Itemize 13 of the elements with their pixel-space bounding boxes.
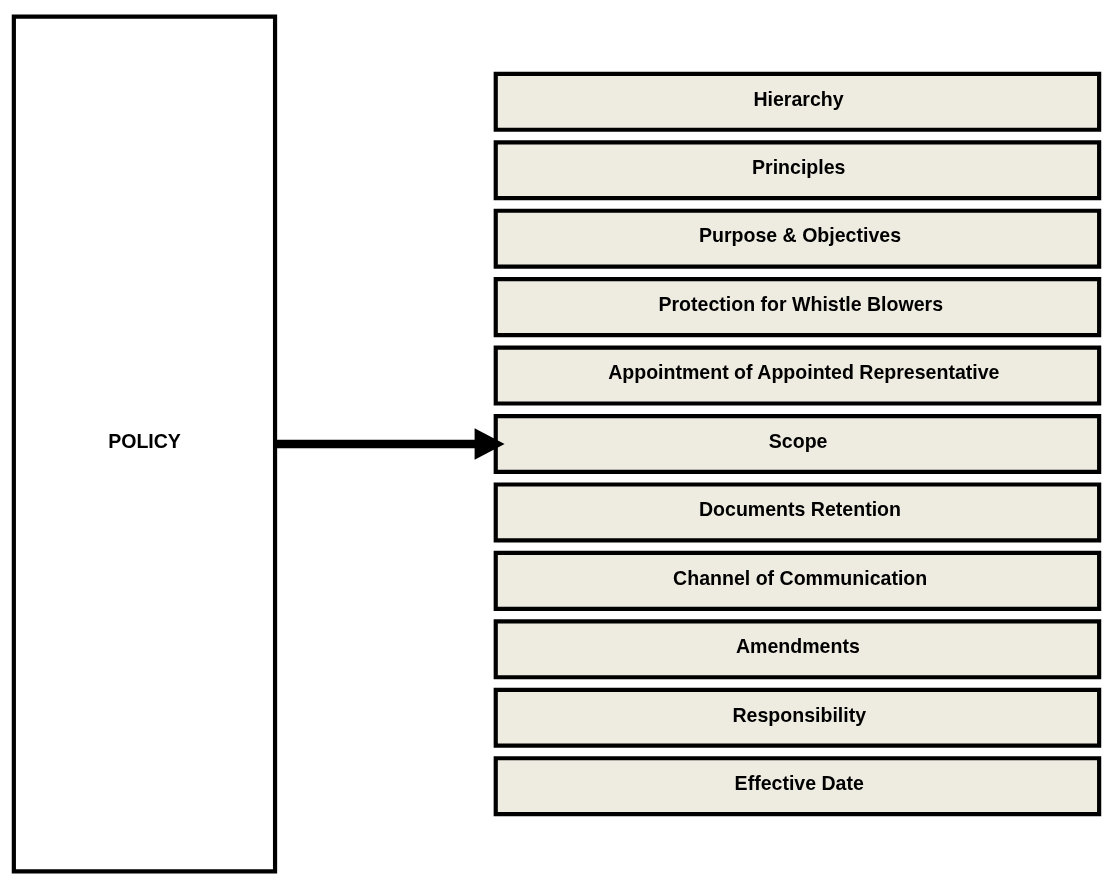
node-box: Effective Date [493,756,1102,817]
node-box: Channel of Communication [493,550,1102,611]
node-box: Protection for Whistle Blowers [493,277,1102,338]
node-box: Responsibility [493,687,1102,748]
node-box: Documents Retention [493,482,1102,543]
node-box: Appointment of Appointed Representative [493,345,1102,406]
arrow [275,428,505,460]
node-box: POLICY [11,14,278,874]
node-box: Amendments [493,619,1102,680]
node-box: Principles [493,140,1102,201]
node-box: Purpose & Objectives [493,208,1102,269]
node-box: Hierarchy [493,71,1102,132]
node-box: Scope [493,413,1102,475]
